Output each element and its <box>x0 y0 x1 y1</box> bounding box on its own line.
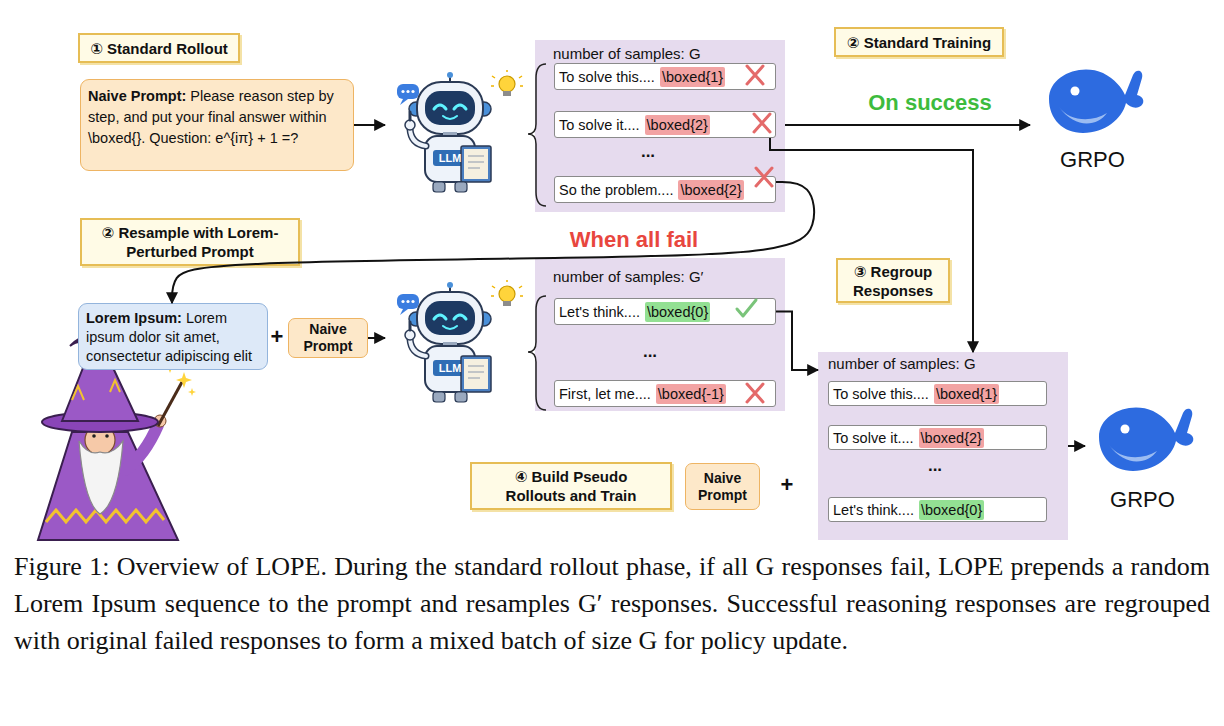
response-text: Let's think.... <box>559 302 640 322</box>
step-label: ② Resample with Lorem-Perturbed Prompt <box>80 218 300 266</box>
flow-arrow <box>172 182 814 303</box>
response-group: To solve this....\boxed{1} To solve it...… <box>818 352 1068 540</box>
step-label: ① Standard Rollout <box>78 33 240 63</box>
response-text: So the problem.... <box>559 180 673 200</box>
boxed-answer: \boxed{1} <box>660 67 725 87</box>
response-text: First, let me.... <box>559 384 651 404</box>
node-text: LLM <box>433 360 467 376</box>
step-label: ④ Build Pseudo Rollouts and Train <box>470 462 672 510</box>
plus-sign: + <box>781 472 794 498</box>
success-mark <box>737 300 756 316</box>
node-text: ① Standard Rollout <box>90 39 228 58</box>
fail-mark <box>754 114 770 132</box>
group-brace <box>528 296 546 410</box>
flow-arrow <box>368 337 385 339</box>
plus-sign: + <box>271 324 284 350</box>
flow-arrow <box>770 138 973 352</box>
grpo-optimizer: GRPO <box>1030 50 1155 175</box>
boxed-answer: \boxed{0} <box>919 500 984 520</box>
robot-illustration <box>397 70 523 192</box>
prompt-box: Naive Prompt <box>288 318 368 358</box>
edge-label: On success <box>868 90 992 116</box>
llm-robot: LLM <box>385 70 525 195</box>
response-row: To solve it....\boxed{2} <box>554 111 776 138</box>
response-text: To solve it.... <box>559 115 640 135</box>
response-row: To solve this....\boxed{1} <box>828 381 1047 406</box>
response-group: Let's think....\boxed{0} First, let me...… <box>535 258 785 411</box>
step-label: ② Standard Training <box>834 27 1004 57</box>
whale-logo <box>1099 407 1193 471</box>
node-text: LLM <box>433 150 467 166</box>
boxed-answer: \boxed{0} <box>645 302 710 322</box>
prompt-box: Naive Prompt:Please reason step by step,… <box>80 79 354 171</box>
fail-mark <box>747 66 763 84</box>
response-row: So the problem....\boxed{2} <box>554 176 776 203</box>
prompt-heading: Naive Prompt: <box>88 88 186 104</box>
robot-illustration <box>397 280 523 402</box>
group-heading: number of samples: G <box>553 44 785 64</box>
grpo-optimizer: GRPO <box>1085 385 1200 515</box>
node-text: Naive Prompt <box>289 321 367 355</box>
group-heading: number of samples: G′ <box>553 267 785 287</box>
node-text: Naive Prompt <box>686 470 759 504</box>
boxed-answer: \boxed{2} <box>919 428 984 448</box>
flow-arrow <box>1068 445 1085 447</box>
whale-logo <box>1049 69 1143 133</box>
node-text: ④ Build Pseudo Rollouts and Train <box>494 467 648 505</box>
response-row: Let's think....\boxed{0} <box>554 298 776 325</box>
node-text: GRPO <box>1030 147 1155 173</box>
response-row: To solve it....\boxed{2} <box>828 425 1047 450</box>
fail-mark <box>756 168 772 186</box>
response-row: First, let me....\boxed{-1} <box>554 380 776 407</box>
group-brace <box>528 64 546 206</box>
response-text: To solve it.... <box>833 428 914 448</box>
response-row: To solve this....\boxed{1} <box>554 63 776 90</box>
boxed-answer: \boxed{2} <box>678 180 743 200</box>
boxed-answer: \boxed{-1} <box>656 384 726 404</box>
lorem-prompt-box: Lorem Ipsum:Lorem ipsum dolor sit amet, … <box>78 303 268 370</box>
boxed-answer: \boxed{2} <box>645 115 710 135</box>
boxed-answer: \boxed{1} <box>934 384 999 404</box>
response-row: Let's think....\boxed{0} <box>828 497 1047 522</box>
prompt-heading: Lorem Ipsum: <box>86 310 182 326</box>
flow-arrow <box>776 312 818 371</box>
prompt-box: Naive Prompt <box>685 463 760 510</box>
response-group: To solve this....\boxed{1} To solve it...… <box>535 40 785 212</box>
node-text: ③ Regroup Responses <box>844 262 942 300</box>
node-text: ② Standard Training <box>847 33 991 52</box>
response-text: To solve this.... <box>559 67 655 87</box>
group-heading: number of samples: G <box>828 354 1068 374</box>
flow-arrow <box>354 124 385 126</box>
node-text: ② Resample with Lorem-Perturbed Prompt <box>88 223 292 261</box>
fail-mark <box>747 384 763 402</box>
response-text: To solve this.... <box>833 384 929 404</box>
response-text: Let's think.... <box>833 500 914 520</box>
flow-arrow <box>785 124 1030 126</box>
step-label: ③ Regroup Responses <box>836 258 950 303</box>
edge-label: When all fail <box>570 227 698 253</box>
llm-robot: LLM <box>385 280 525 405</box>
node-text: GRPO <box>1085 487 1200 513</box>
figure-caption: Figure 1: Overview of LOPE. During the s… <box>14 548 1210 659</box>
